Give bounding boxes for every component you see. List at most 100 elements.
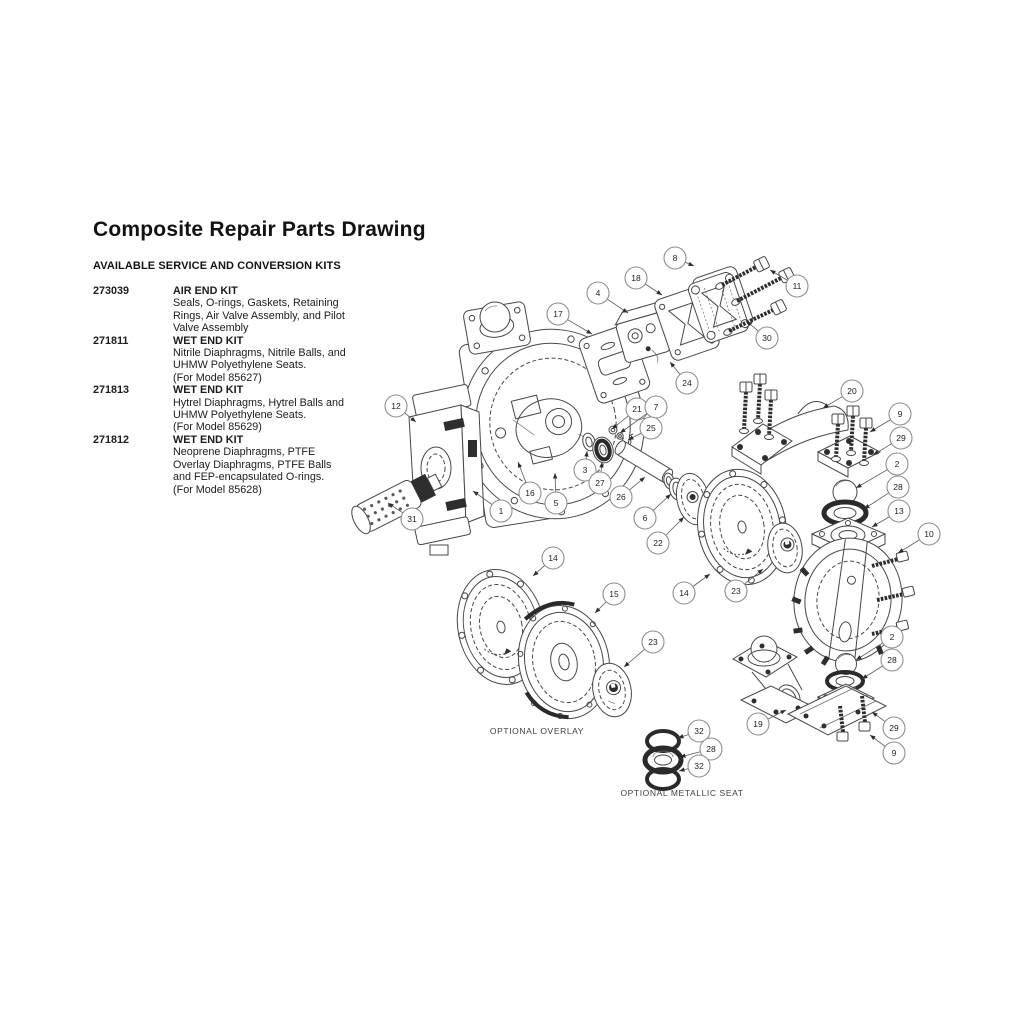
callout-32: 32 [677,719,711,743]
callout-22: 22 [646,516,685,555]
svg-text:32: 32 [694,726,704,736]
svg-text:10: 10 [924,529,934,539]
svg-text:7: 7 [654,402,659,412]
kit-desc-line: UHMW Polyethylene Seats. [173,359,307,372]
manifold-bolts-9-29 [739,373,873,466]
kit-row-wet-end-2: 271813 WET END KIT Hytrel Diaphragms, Hy… [93,384,403,434]
svg-text:12: 12 [391,401,401,411]
kit-number: 271811 [93,334,129,347]
callout-16: 16 [517,461,542,505]
kit-number: 273039 [93,285,130,297]
callout-14: 14 [532,546,565,577]
svg-text:16: 16 [525,488,535,498]
page-title: Composite Repair Parts Drawing [93,218,426,241]
svg-text:14: 14 [679,588,689,598]
callout-14: 14 [672,573,711,605]
callout-2: 2 [855,452,909,489]
svg-text:24: 24 [682,378,692,388]
callout-6: 6 [633,493,672,530]
svg-text:28: 28 [887,655,897,665]
callout-21: 21 [611,397,649,430]
svg-text:1: 1 [499,506,504,516]
svg-text:23: 23 [648,637,658,647]
callout-26: 26 [609,476,646,509]
svg-text:28: 28 [706,744,716,754]
svg-text:9: 9 [892,748,897,758]
callout-32: 32 [678,754,711,778]
kit-row-wet-end-3: 271812 WET END KIT Neoprene Diaphragms, … [93,434,403,496]
metallic-seat-28 [642,745,684,775]
disc-23-right [767,522,803,574]
air-valve-assembly [408,384,485,556]
kit-number: 271812 [93,433,130,446]
svg-text:18: 18 [631,273,641,283]
callout-18: 18 [624,266,663,296]
svg-text:4: 4 [596,288,601,298]
kit-desc-line: Overlay Diaphragms, PTFE Balls [173,458,332,471]
svg-text:2: 2 [895,459,900,469]
cap-bolts-11 [715,256,795,336]
svg-text:3: 3 [583,465,588,475]
svg-text:26: 26 [616,492,626,502]
svg-text:11: 11 [793,281,802,291]
bearing-27 [592,436,614,464]
svg-text:2: 2 [890,632,895,642]
svg-text:29: 29 [889,723,899,733]
callout-25: 25 [627,416,663,441]
svg-text:6: 6 [643,513,648,523]
overlay-diaphragm-15 [517,600,611,720]
ball-cap [479,301,511,333]
callout-23: 23 [724,568,764,603]
svg-text:15: 15 [609,589,619,599]
muffler [351,473,443,535]
callout-1: 1 [472,490,513,523]
kit-name: WET END KIT [173,433,244,446]
svg-text:28: 28 [893,482,903,492]
callout-27: 27 [588,461,612,495]
drawing-label: OPTIONAL OVERLAY [490,726,584,736]
callout-30: 30 [745,320,779,350]
kit-details: WET END KIT Hytrel Diaphragms, Hytrel Ba… [173,384,344,434]
oring-32-bottom [645,767,681,791]
kit-details: AIR END KIT Seals, O-rings, Gaskets, Ret… [173,285,345,335]
kit-desc-line: UHMW Polyethylene Seats. [173,409,307,422]
base-bracket [786,685,888,742]
svg-text:21: 21 [632,404,642,414]
callout-13: 13 [871,499,911,528]
svg-text:23: 23 [731,586,741,596]
label-layer: OPTIONAL OVERLAY OPTIONAL METALLIC SEAT [490,726,743,798]
svg-text:25: 25 [646,423,656,433]
svg-text:13: 13 [894,506,904,516]
kit-desc-line: (For Model 85628) [173,483,262,496]
svg-text:17: 17 [553,309,563,319]
svg-text:30: 30 [762,333,772,343]
callout-2: 2 [855,625,904,661]
kits-section-title: AVAILABLE SERVICE AND CONVERSION KITS [93,260,341,272]
svg-text:19: 19 [753,719,763,729]
callout-12: 12 [384,394,417,423]
drawing-label: OPTIONAL METALLIC SEAT [620,788,743,798]
kit-desc-line: Valve Assembly [173,322,249,335]
kit-desc-line: Rings, Air Valve Assembly, and Pilot [173,309,345,322]
callout-28: 28 [679,737,723,761]
svg-text:32: 32 [694,761,704,771]
callout-5: 5 [544,472,568,515]
kit-desc-line: and FEP-encapsulated O-rings. [173,471,325,484]
pump-chamber-right [791,537,903,666]
svg-text:9: 9 [898,409,903,419]
ball-2-bottom [835,653,857,675]
shaft-washer-3 [582,432,596,452]
callout-10: 10 [897,522,941,554]
callout-15: 15 [594,582,626,614]
kit-name: WET END KIT [173,334,244,347]
kit-desc-line: Hytrel Diaphragms, Hytrel Balls and [173,396,345,409]
kit-desc-line: Neoprene Diaphragms, PTFE [173,446,316,459]
svg-text:27: 27 [595,478,605,488]
kit-name: AIR END KIT [173,285,238,297]
callout-8: 8 [663,246,695,270]
svg-text:22: 22 [653,538,663,548]
callout-19: 19 [746,709,787,736]
callout-9: 9 [869,402,912,433]
